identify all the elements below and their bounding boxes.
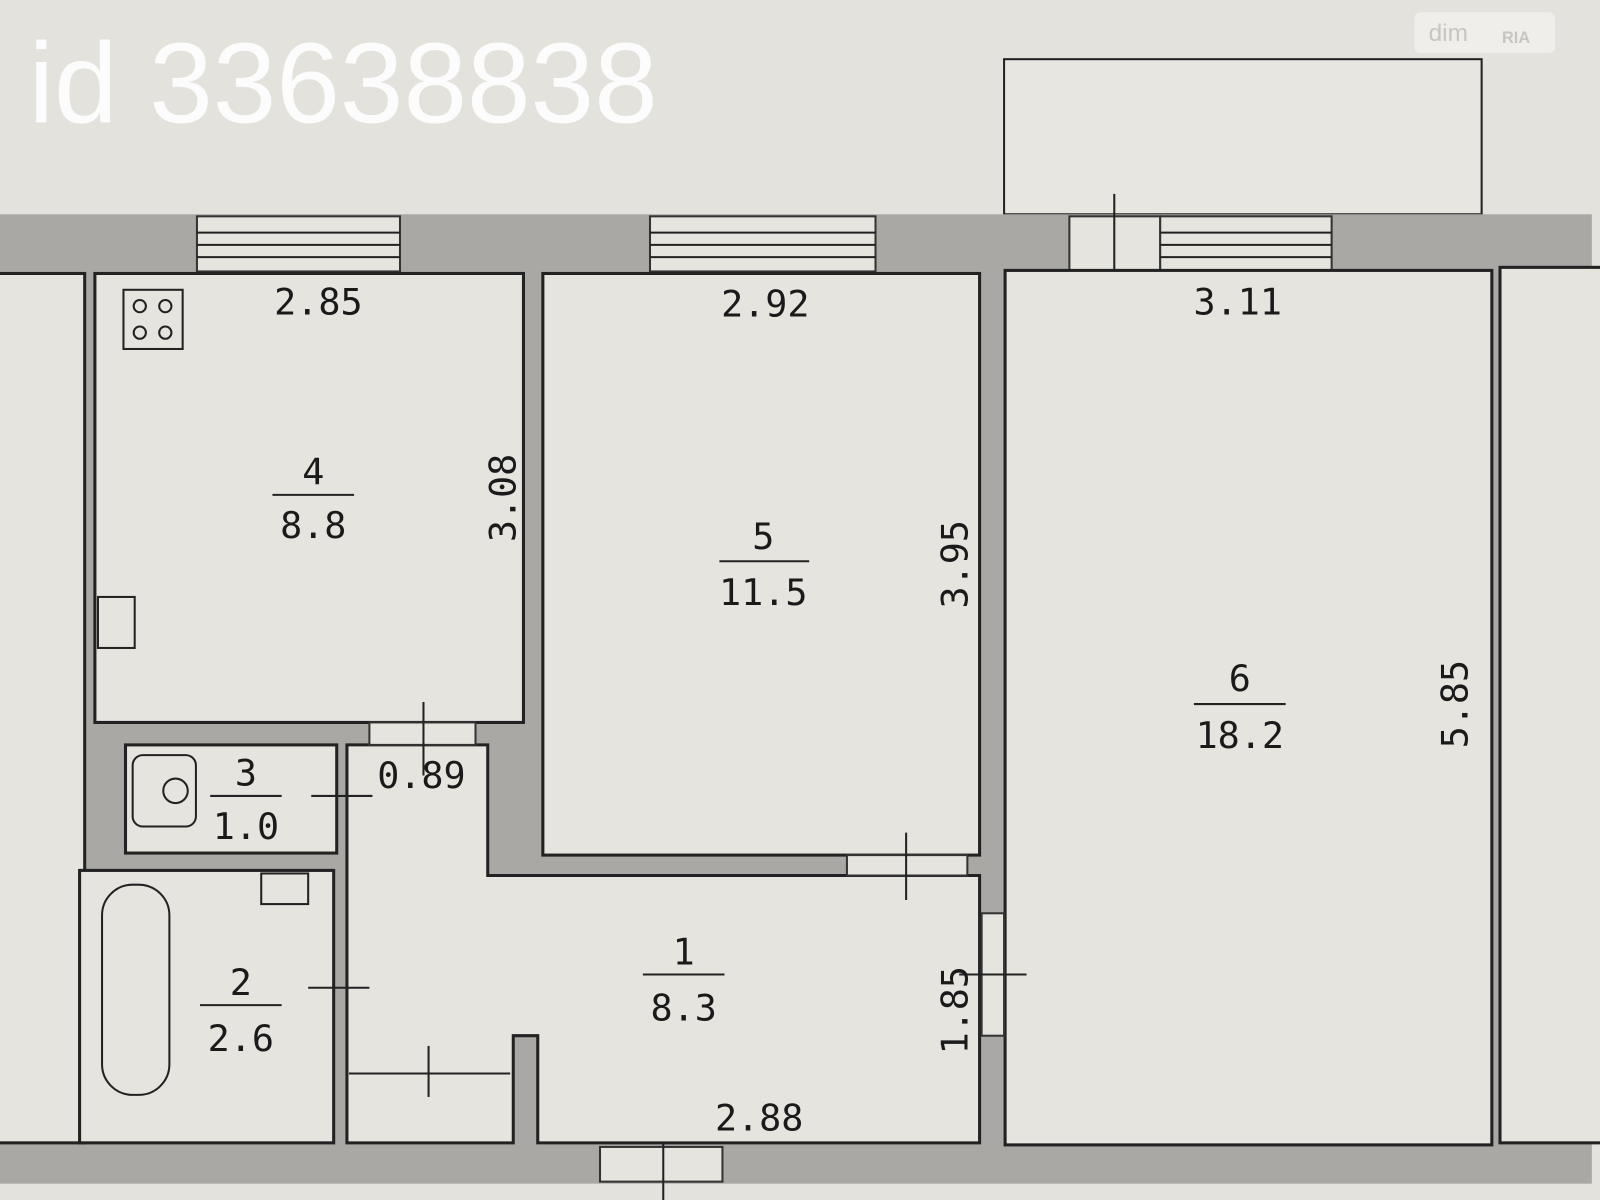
neighbor-left (0, 271, 87, 1145)
svg-text:11.5: 11.5 (719, 571, 807, 614)
dimension-label: 3.08 (481, 454, 524, 542)
svg-text:3: 3 (235, 752, 257, 795)
dimension-label: 0.89 (377, 754, 465, 797)
room-label: 22.6 (200, 961, 282, 1060)
room-label: 31.0 (210, 752, 282, 848)
neighbor-right (1498, 265, 1600, 1145)
bathtub-icon (101, 883, 171, 1096)
svg-text:1.0: 1.0 (213, 805, 279, 848)
svg-text:dim: dim (1429, 20, 1468, 47)
svg-text:8.8: 8.8 (280, 504, 346, 547)
balcony (1003, 58, 1483, 216)
svg-text:6: 6 (1229, 657, 1251, 700)
room-5 (541, 271, 982, 857)
dimension-label: 3.11 (1194, 280, 1282, 323)
stove-icon (122, 288, 184, 350)
dimension-label: 1.85 (933, 966, 976, 1054)
svg-text:RIA: RIA (1502, 29, 1530, 47)
listing-id-watermark: id 33638838 (29, 20, 658, 147)
svg-text:2: 2 (230, 961, 252, 1004)
svg-text:18.2: 18.2 (1196, 714, 1284, 757)
room-label: 618.2 (1193, 657, 1286, 757)
dimension-label: 3.95 (933, 520, 976, 608)
dimension-label: 2.88 (715, 1097, 803, 1140)
dimension-label: 2.92 (721, 282, 809, 325)
room-1-hall (345, 743, 982, 1145)
room-4-kitchen (93, 271, 525, 724)
window (195, 215, 402, 273)
svg-text:1: 1 (673, 930, 695, 973)
dimension-label: 5.85 (1433, 660, 1476, 748)
svg-text:8.3: 8.3 (651, 986, 717, 1029)
room-label: 18.3 (642, 930, 725, 1029)
sink-icon (96, 595, 136, 649)
room-3-toilet (123, 743, 339, 855)
svg-text:4: 4 (302, 451, 324, 494)
dim-ria-logo: dim RIA (1414, 12, 1556, 54)
washbasin-icon (260, 872, 310, 906)
room-label: 48.8 (272, 451, 355, 547)
room-6 (1003, 268, 1494, 1147)
dimension-label: 2.85 (274, 280, 362, 323)
room-label: 511.5 (719, 515, 810, 614)
toilet-icon (131, 754, 197, 828)
room-2-bathroom (78, 868, 336, 1145)
svg-text:5: 5 (752, 515, 774, 558)
window (648, 215, 877, 273)
window (1159, 215, 1333, 273)
svg-text:2.6: 2.6 (208, 1017, 274, 1060)
